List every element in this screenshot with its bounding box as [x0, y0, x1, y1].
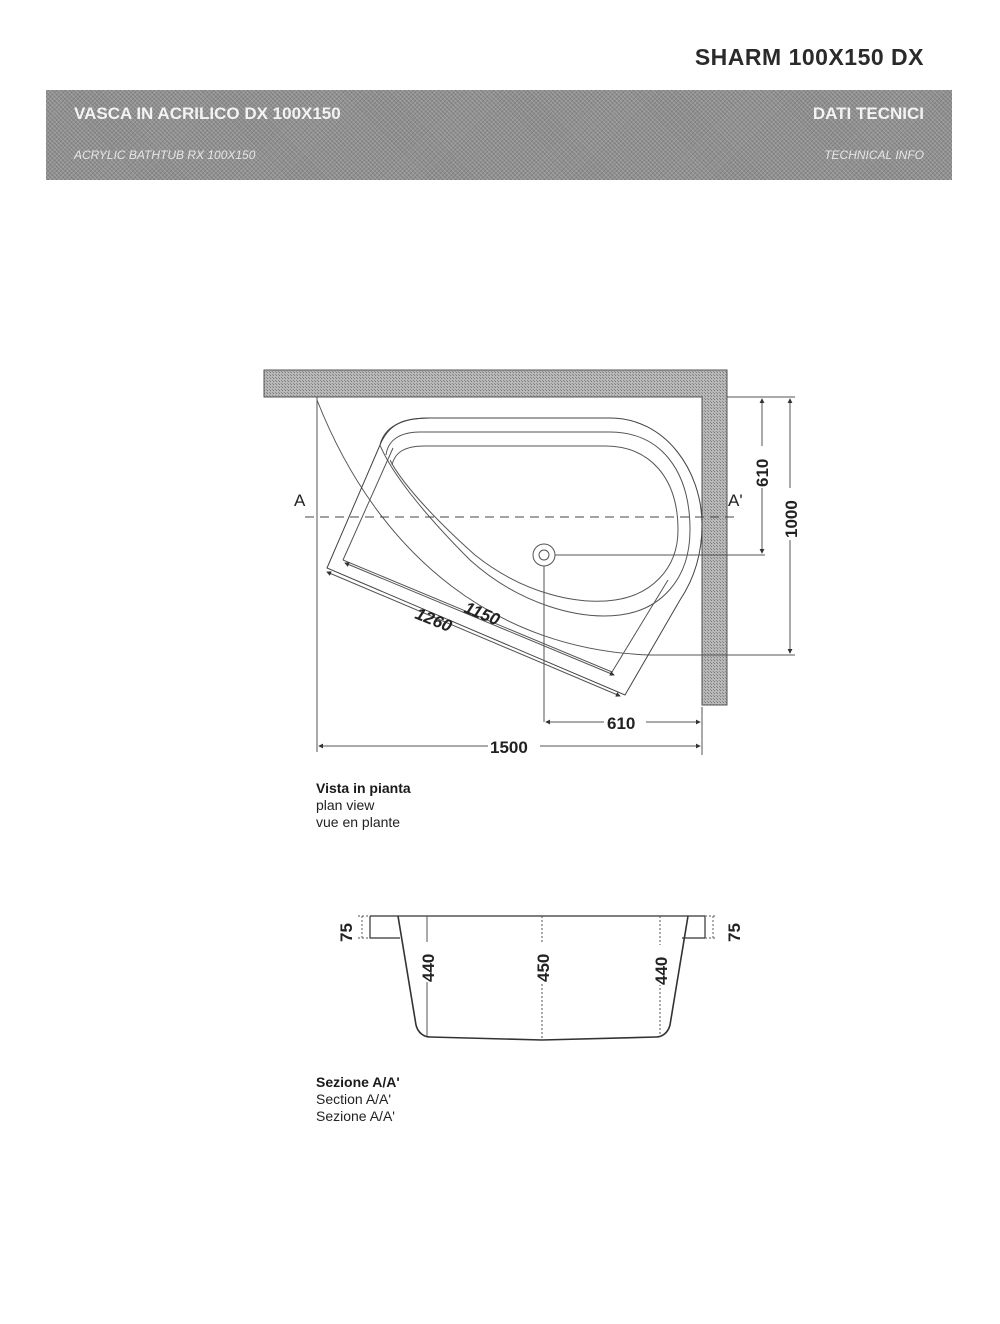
banner-title-it: VASCA IN ACRILICO DX 100X150: [74, 104, 341, 123]
section-marker-a-prime: A': [728, 491, 743, 510]
section-marker-a: A: [294, 491, 306, 510]
dim-depth-center: 450: [534, 954, 553, 982]
section-caption-it: Sezione A/A': [316, 1074, 400, 1090]
dim-diagonal-inner: 1150: [462, 598, 504, 630]
dim-rim-right: 75: [725, 923, 744, 942]
drain-icon: [532, 543, 556, 567]
dim-depth-left: 440: [419, 954, 438, 982]
plan-view: [263, 369, 795, 755]
dim-overall-depth: 1000: [782, 500, 801, 538]
dim-overall-width: 1500: [490, 738, 528, 757]
banner-title-en: ACRYLIC BATHTUB RX 100X150: [74, 148, 256, 162]
section-view-caption: Sezione A/A' Section A/A' Sezione A/A': [316, 1074, 400, 1125]
dim-depth-right: 440: [652, 957, 671, 985]
plan-caption-fr: vue en plante: [316, 814, 401, 830]
dim-diagonal-outer: 1260: [413, 604, 456, 636]
plan-view-caption: Vista in pianta plan view vue en plante: [316, 780, 411, 831]
plan-caption-it: Vista in pianta: [316, 780, 411, 796]
dim-drain-x: 610: [607, 714, 635, 733]
plan-caption-en: plan view: [316, 797, 375, 813]
wall-hatch: [263, 369, 728, 706]
tub-outer-rim: [326, 417, 703, 696]
product-code-title: SHARM 100X150 DX: [694, 44, 924, 70]
dim-rim-left: 75: [337, 923, 356, 942]
banner-section-it: DATI TECNICI: [812, 104, 924, 123]
banner-section-en: TECHNICAL INFO: [824, 148, 924, 162]
dim-drain-y: 610: [753, 459, 772, 487]
section-caption-en: Section A/A': [316, 1091, 392, 1107]
header-banner: VASCA IN ACRILICO DX 100X150 ACRYLIC BAT…: [46, 90, 952, 180]
section-caption-alt: Sezione A/A': [316, 1108, 395, 1124]
